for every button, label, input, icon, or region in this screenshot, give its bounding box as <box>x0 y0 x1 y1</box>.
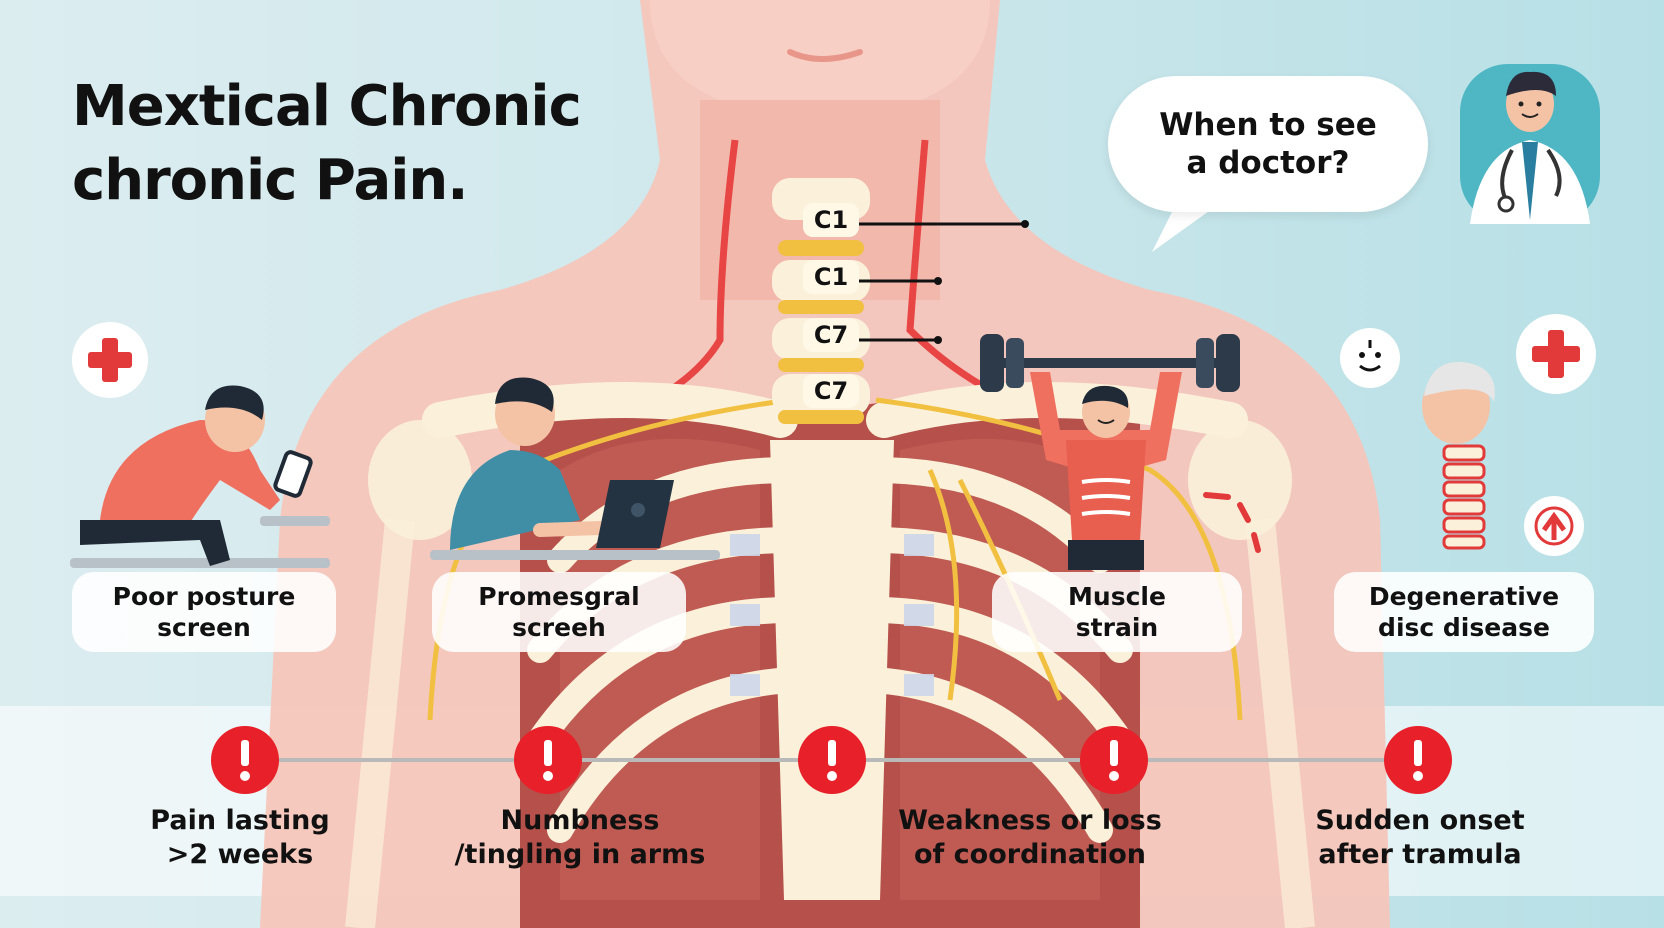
smile <box>787 49 863 62</box>
alert-icons <box>211 726 1452 794</box>
cause-card-degenerative-disc: Degenerative disc disease <box>1334 572 1594 652</box>
doctor-icon <box>1460 64 1600 224</box>
shoulder-left <box>368 420 472 540</box>
rib-cartilage <box>730 534 934 696</box>
page-title: Mextical Chronic chronic Pain. <box>72 70 632 218</box>
vertebra-leader-lines <box>850 222 1025 342</box>
title-line-2: chronic Pain. <box>72 148 469 213</box>
medical-badge-icon <box>1524 496 1584 556</box>
sternum <box>770 440 894 900</box>
vertebra-label: C1 <box>803 260 859 294</box>
smiley-icon <box>1340 328 1400 388</box>
person-phone-icon <box>70 385 330 568</box>
person-laptop-icon <box>430 377 720 560</box>
warning-sign-label: Sudden onset after tramula <box>1315 805 1525 870</box>
cause-label: Degenerative disc disease <box>1368 582 1560 642</box>
alert-icon <box>798 726 866 794</box>
cause-card-poor-posture: Poor posture screen <box>72 572 336 652</box>
cause-label: Poor posture screen <box>112 582 296 642</box>
alert-icon <box>514 726 582 794</box>
warning-sign-label: Pain lasting >2 weeks <box>150 805 330 870</box>
vertebra-label: C1 <box>803 203 859 237</box>
elderly-spine-icon <box>1422 361 1495 550</box>
shoulder-right <box>1188 420 1292 540</box>
vertebra-label: C7 <box>803 374 859 408</box>
warning-sign-label: Weakness or loss of coordination <box>898 805 1162 870</box>
pain-marks <box>1203 492 1261 553</box>
speech-bubble: When to see a doctor? <box>1108 76 1428 212</box>
alert-icon <box>1080 726 1148 794</box>
cause-label: Promesgral screeh <box>478 582 640 642</box>
alert-icon <box>1384 726 1452 794</box>
vertebra-label: C7 <box>803 318 859 352</box>
medical-cross-icon-left <box>72 322 148 398</box>
alert-icon <box>211 726 279 794</box>
cause-card-promesgral: Promesgral screeh <box>432 572 686 652</box>
bubble-text: When to see a doctor? <box>1159 107 1377 181</box>
clavicle-left <box>422 382 798 438</box>
warning-sign-label: Numbness /tingling in arms <box>454 805 706 870</box>
title-line-1: Mextical Chronic <box>72 74 582 139</box>
cause-label: Muscle strain <box>1068 582 1166 642</box>
weightlifter-icon <box>980 334 1240 570</box>
medical-cross-icon-right <box>1516 314 1596 394</box>
cause-card-muscle-strain: Muscle strain <box>992 572 1242 652</box>
